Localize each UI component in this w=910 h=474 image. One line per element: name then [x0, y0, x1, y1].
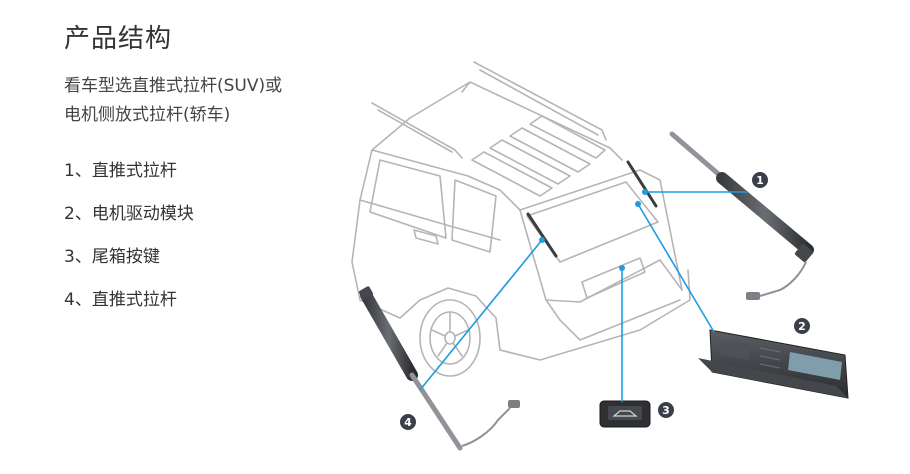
parts-list: 1、直推式拉杆 2、电机驱动模块 3、尾箱按键 4、直推式拉杆 — [64, 158, 194, 330]
hatch-strut-marks — [526, 160, 658, 258]
push-rod-4 — [359, 286, 520, 451]
callout-lines — [419, 191, 748, 402]
trunk-button — [599, 400, 651, 428]
badge-1: 1 — [752, 172, 768, 188]
badge-3: 3 — [658, 402, 674, 418]
part-item-4: 4、直推式拉杆 — [64, 290, 177, 310]
badge-4: 4 — [400, 414, 416, 430]
badge-2: 2 — [794, 318, 810, 334]
svg-text:2: 2 — [798, 320, 806, 333]
svg-text:1: 1 — [756, 174, 764, 187]
motor-drive-module — [698, 329, 849, 399]
suv-outline — [351, 61, 691, 377]
callout-dots — [539, 189, 648, 271]
description-line-2: 电机侧放式拉杆(轿车) — [64, 105, 231, 125]
page-title: 产品结构 — [64, 24, 173, 54]
svg-text:3: 3 — [662, 404, 670, 417]
part-item-3: 3、尾箱按键 — [64, 247, 160, 267]
svg-text:4: 4 — [404, 416, 412, 429]
part-item-2: 2、电机驱动模块 — [64, 204, 194, 224]
description-line-1: 看车型选直推式拉杆(SUV)或 — [64, 76, 283, 96]
push-rod-1 — [669, 131, 814, 300]
description: 看车型选直推式拉杆(SUV)或 电机侧放式拉杆(轿车) — [64, 72, 282, 130]
part-item-1: 1、直推式拉杆 — [64, 161, 177, 181]
